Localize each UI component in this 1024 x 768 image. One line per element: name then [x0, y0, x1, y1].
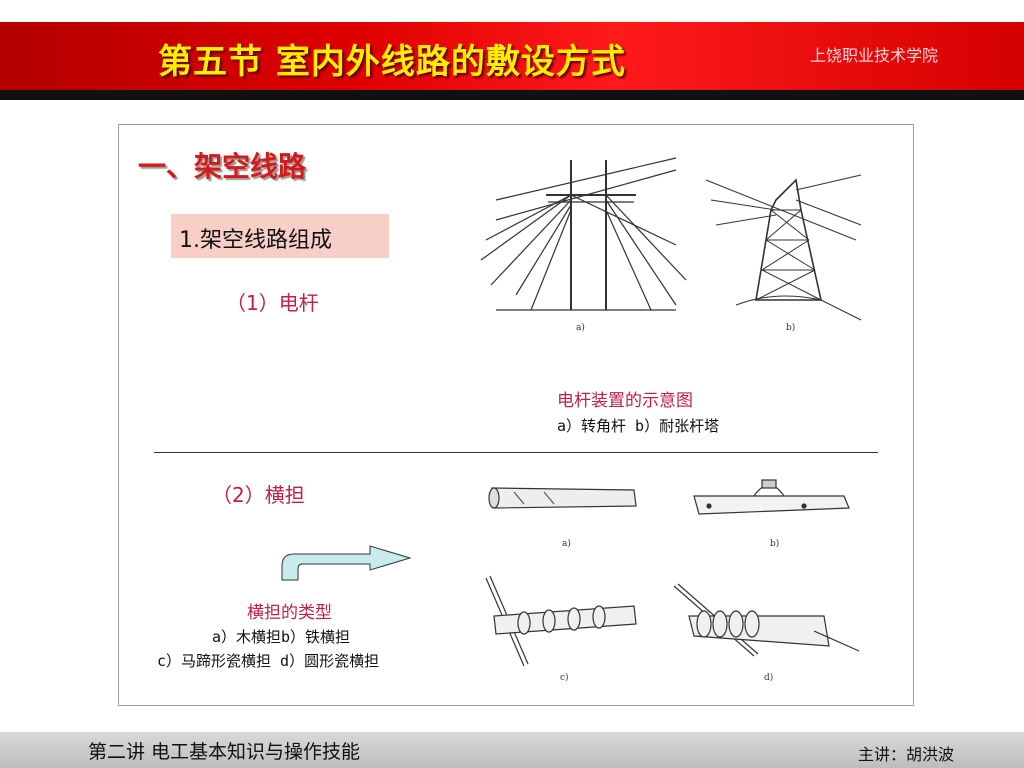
footer-bar	[0, 732, 1024, 768]
section-title: 一、架空线路	[138, 150, 307, 183]
page-title: 第五节 室内外线路的敷设方式	[158, 42, 626, 82]
crossarm-label: （2）横担	[212, 483, 305, 507]
crossarm-caption-line-2: c）马蹄形瓷横担 d）圆形瓷横担	[157, 652, 380, 670]
iron-crossarm-drawing	[693, 479, 850, 515]
footer-course-title: 第二讲 电工基本知识与操作技能	[88, 741, 361, 763]
pole-caption-line: a）转角杆 b）耐张杆塔	[557, 417, 720, 435]
corner-pole-drawing	[480, 157, 687, 311]
footer-lecturer: 主讲：胡洪波	[858, 745, 955, 764]
crossarm-caption-title: 横担的类型	[247, 603, 332, 623]
crossarm-diagram: a) b) c) d)	[484, 466, 864, 692]
section-divider	[154, 452, 878, 453]
subtitle-box	[171, 214, 389, 258]
horseshoe-porcelain-drawing	[485, 575, 637, 667]
tension-tower-drawing	[705, 174, 862, 321]
pole-figure-label-a: a)	[576, 322, 585, 333]
pole-label: （1）电杆	[226, 291, 319, 315]
wood-crossarm-drawing	[488, 487, 637, 509]
crossarm-figure-label-d: d)	[764, 672, 773, 683]
arrow-right-icon	[281, 545, 412, 581]
crossarm-caption-line-1: a）木横担b）铁横担	[212, 628, 351, 646]
subtitle-text: 1.架空线路组成	[179, 228, 332, 253]
crossarm-figure-label-a: a)	[562, 538, 571, 549]
top-strip	[0, 0, 1024, 22]
pole-figure-label-b: b)	[786, 322, 795, 333]
header-bar	[0, 22, 1024, 90]
round-porcelain-drawing	[673, 583, 860, 657]
pole-caption-title: 电杆装置的示意图	[557, 391, 693, 411]
crossarm-figure-label-c: c)	[560, 672, 569, 683]
school-name: 上饶职业技术学院	[810, 46, 939, 65]
pole-diagram: a) b)	[476, 150, 862, 340]
header-divider	[0, 90, 1024, 100]
crossarm-figure-label-b: b)	[770, 538, 779, 549]
